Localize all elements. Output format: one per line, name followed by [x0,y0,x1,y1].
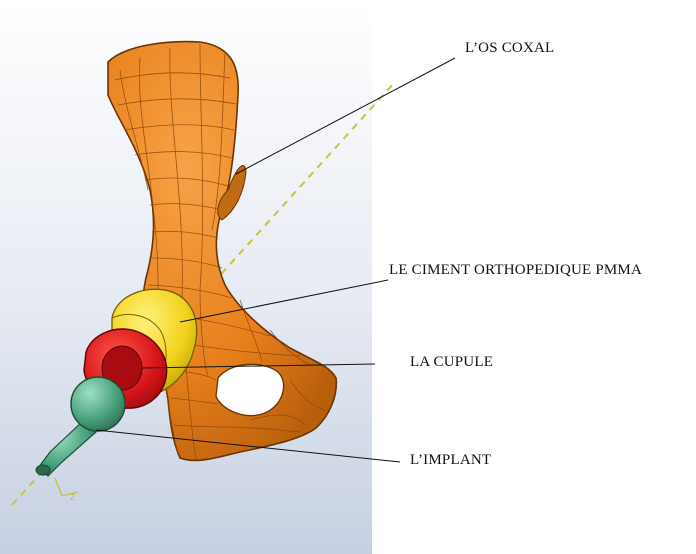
axis-z-label: z [70,491,76,503]
label-implant: L’IMPLANT [410,452,491,469]
label-cupule: LA CUPULE [410,354,493,371]
label-ciment: LE CIMENT ORTHOPEDIQUE PMMA [389,262,642,279]
label-os-coxal: L’OS COXAL [465,40,554,57]
